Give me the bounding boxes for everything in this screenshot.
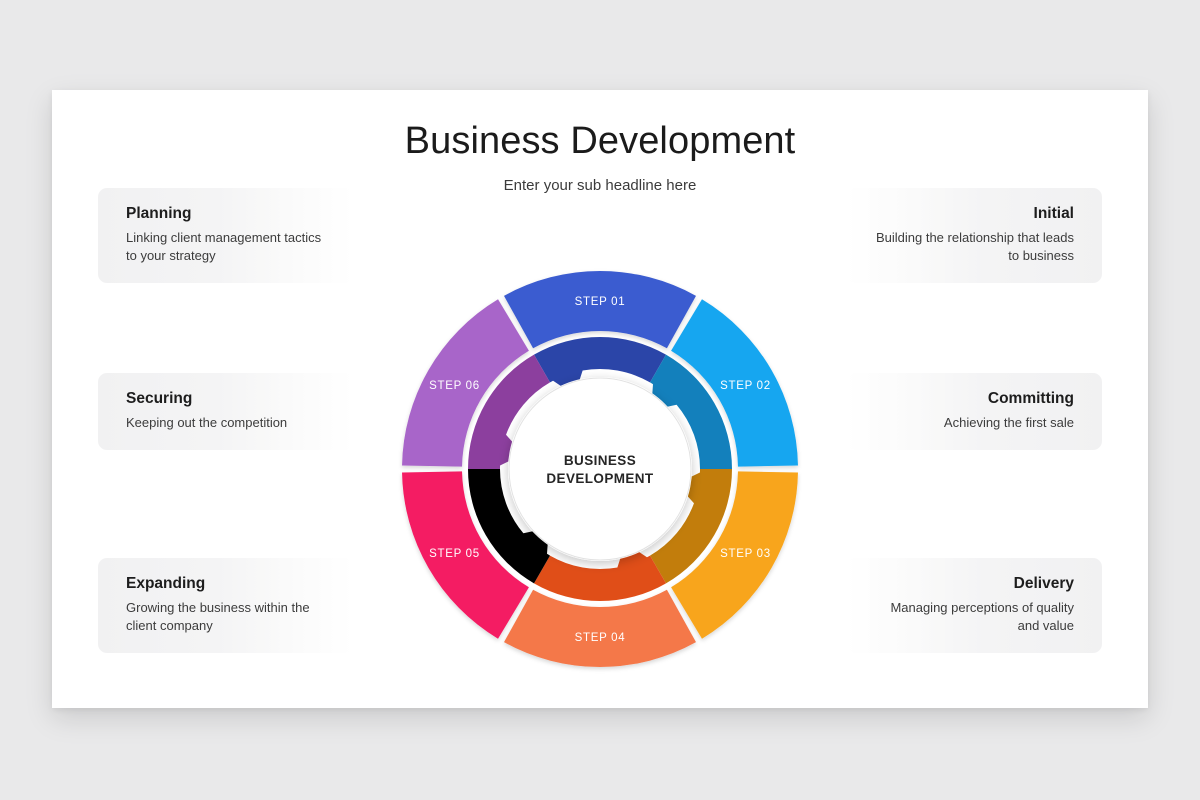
segment-inner-arrow bbox=[650, 469, 732, 584]
page-title: Business Development bbox=[404, 120, 796, 162]
info-card-delivery[interactable]: Delivery Managing perceptions of quality… bbox=[846, 558, 1102, 653]
segment-step-label: STEP 02 bbox=[720, 380, 771, 392]
segment-inner-arrow bbox=[534, 337, 666, 396]
wheel-segment-layer: STEP 01 STEP 02 STEP 03 STEP 04 STEP 05 STEP … bbox=[402, 271, 798, 667]
hub-ring bbox=[508, 377, 692, 561]
info-card-description: Managing perceptions of quality and valu… bbox=[890, 600, 1074, 633]
wheel-segment-5[interactable]: STEP 05 bbox=[402, 469, 550, 639]
wheel-segment-6[interactable]: STEP 06 bbox=[402, 299, 550, 469]
segment-step-label: STEP 06 bbox=[429, 380, 480, 392]
segment-petal bbox=[671, 299, 798, 467]
page-subtitle: Enter your sub headline here bbox=[503, 177, 697, 194]
info-card-initial[interactable]: Initial Building the relationship that l… bbox=[846, 188, 1102, 283]
segment-step-label: STEP 03 bbox=[720, 548, 771, 560]
segment-inner-arrow bbox=[468, 469, 550, 584]
info-card-title: Planning bbox=[126, 205, 192, 222]
segment-petal bbox=[504, 271, 696, 349]
heading-group: Business Development Enter your sub head… bbox=[52, 118, 1148, 196]
info-card-title: Committing bbox=[987, 390, 1074, 407]
process-wheel-svg: STEP 01 STEP 02 STEP 03 STEP 04 STEP 05 STEP … bbox=[402, 271, 798, 667]
info-card-securing[interactable]: Securing Keeping out the competition bbox=[98, 373, 354, 450]
slide-canvas: Business Development Enter your sub head… bbox=[52, 90, 1148, 708]
info-card-title: Securing bbox=[126, 390, 193, 407]
wheel-segment-4[interactable]: STEP 04 bbox=[504, 542, 696, 667]
wheel-hub: BUSINESS DEVELOPMENT bbox=[508, 377, 692, 561]
segment-petal bbox=[504, 589, 696, 667]
info-card-committing[interactable]: Committing Achieving the first sale bbox=[846, 373, 1102, 450]
hub-label-line-2: DEVELOPMENT bbox=[546, 471, 654, 486]
wheel-segment-3[interactable]: STEP 03 bbox=[650, 469, 798, 639]
segment-petal bbox=[402, 299, 529, 467]
segment-inner-arrow bbox=[650, 354, 732, 469]
hub-circle bbox=[508, 377, 692, 561]
segment-petal bbox=[402, 471, 529, 639]
info-card-expanding[interactable]: Expanding Growing the business within th… bbox=[98, 558, 354, 653]
wheel-segment-1[interactable]: STEP 01 bbox=[504, 271, 696, 396]
info-card-description: Achieving the first sale bbox=[943, 415, 1074, 430]
info-card-title: Expanding bbox=[126, 575, 206, 592]
segment-inner-arrow bbox=[534, 542, 666, 601]
info-card-description: Growing the business within the client c… bbox=[126, 600, 310, 633]
segment-step-label: STEP 04 bbox=[575, 632, 626, 644]
info-card-planning[interactable]: Planning Linking client management tacti… bbox=[98, 188, 354, 283]
info-card-description: Linking client management tactics to you… bbox=[126, 230, 322, 263]
info-card-title: Delivery bbox=[1013, 575, 1074, 592]
segment-inner-arrow bbox=[468, 354, 550, 469]
segment-step-label: STEP 01 bbox=[575, 296, 626, 308]
wheel-segment-2[interactable]: STEP 02 bbox=[650, 299, 798, 469]
info-card-title: Initial bbox=[1033, 205, 1074, 222]
segment-step-label: STEP 05 bbox=[429, 548, 480, 560]
process-wheel: STEP 01 STEP 02 STEP 03 STEP 04 STEP 05 STEP … bbox=[348, 217, 852, 721]
hub-label-line-1: BUSINESS bbox=[564, 453, 636, 468]
info-card-description: Keeping out the competition bbox=[126, 415, 288, 430]
segment-petal bbox=[671, 471, 798, 639]
info-card-description: Building the relationship that leads to … bbox=[875, 230, 1074, 263]
